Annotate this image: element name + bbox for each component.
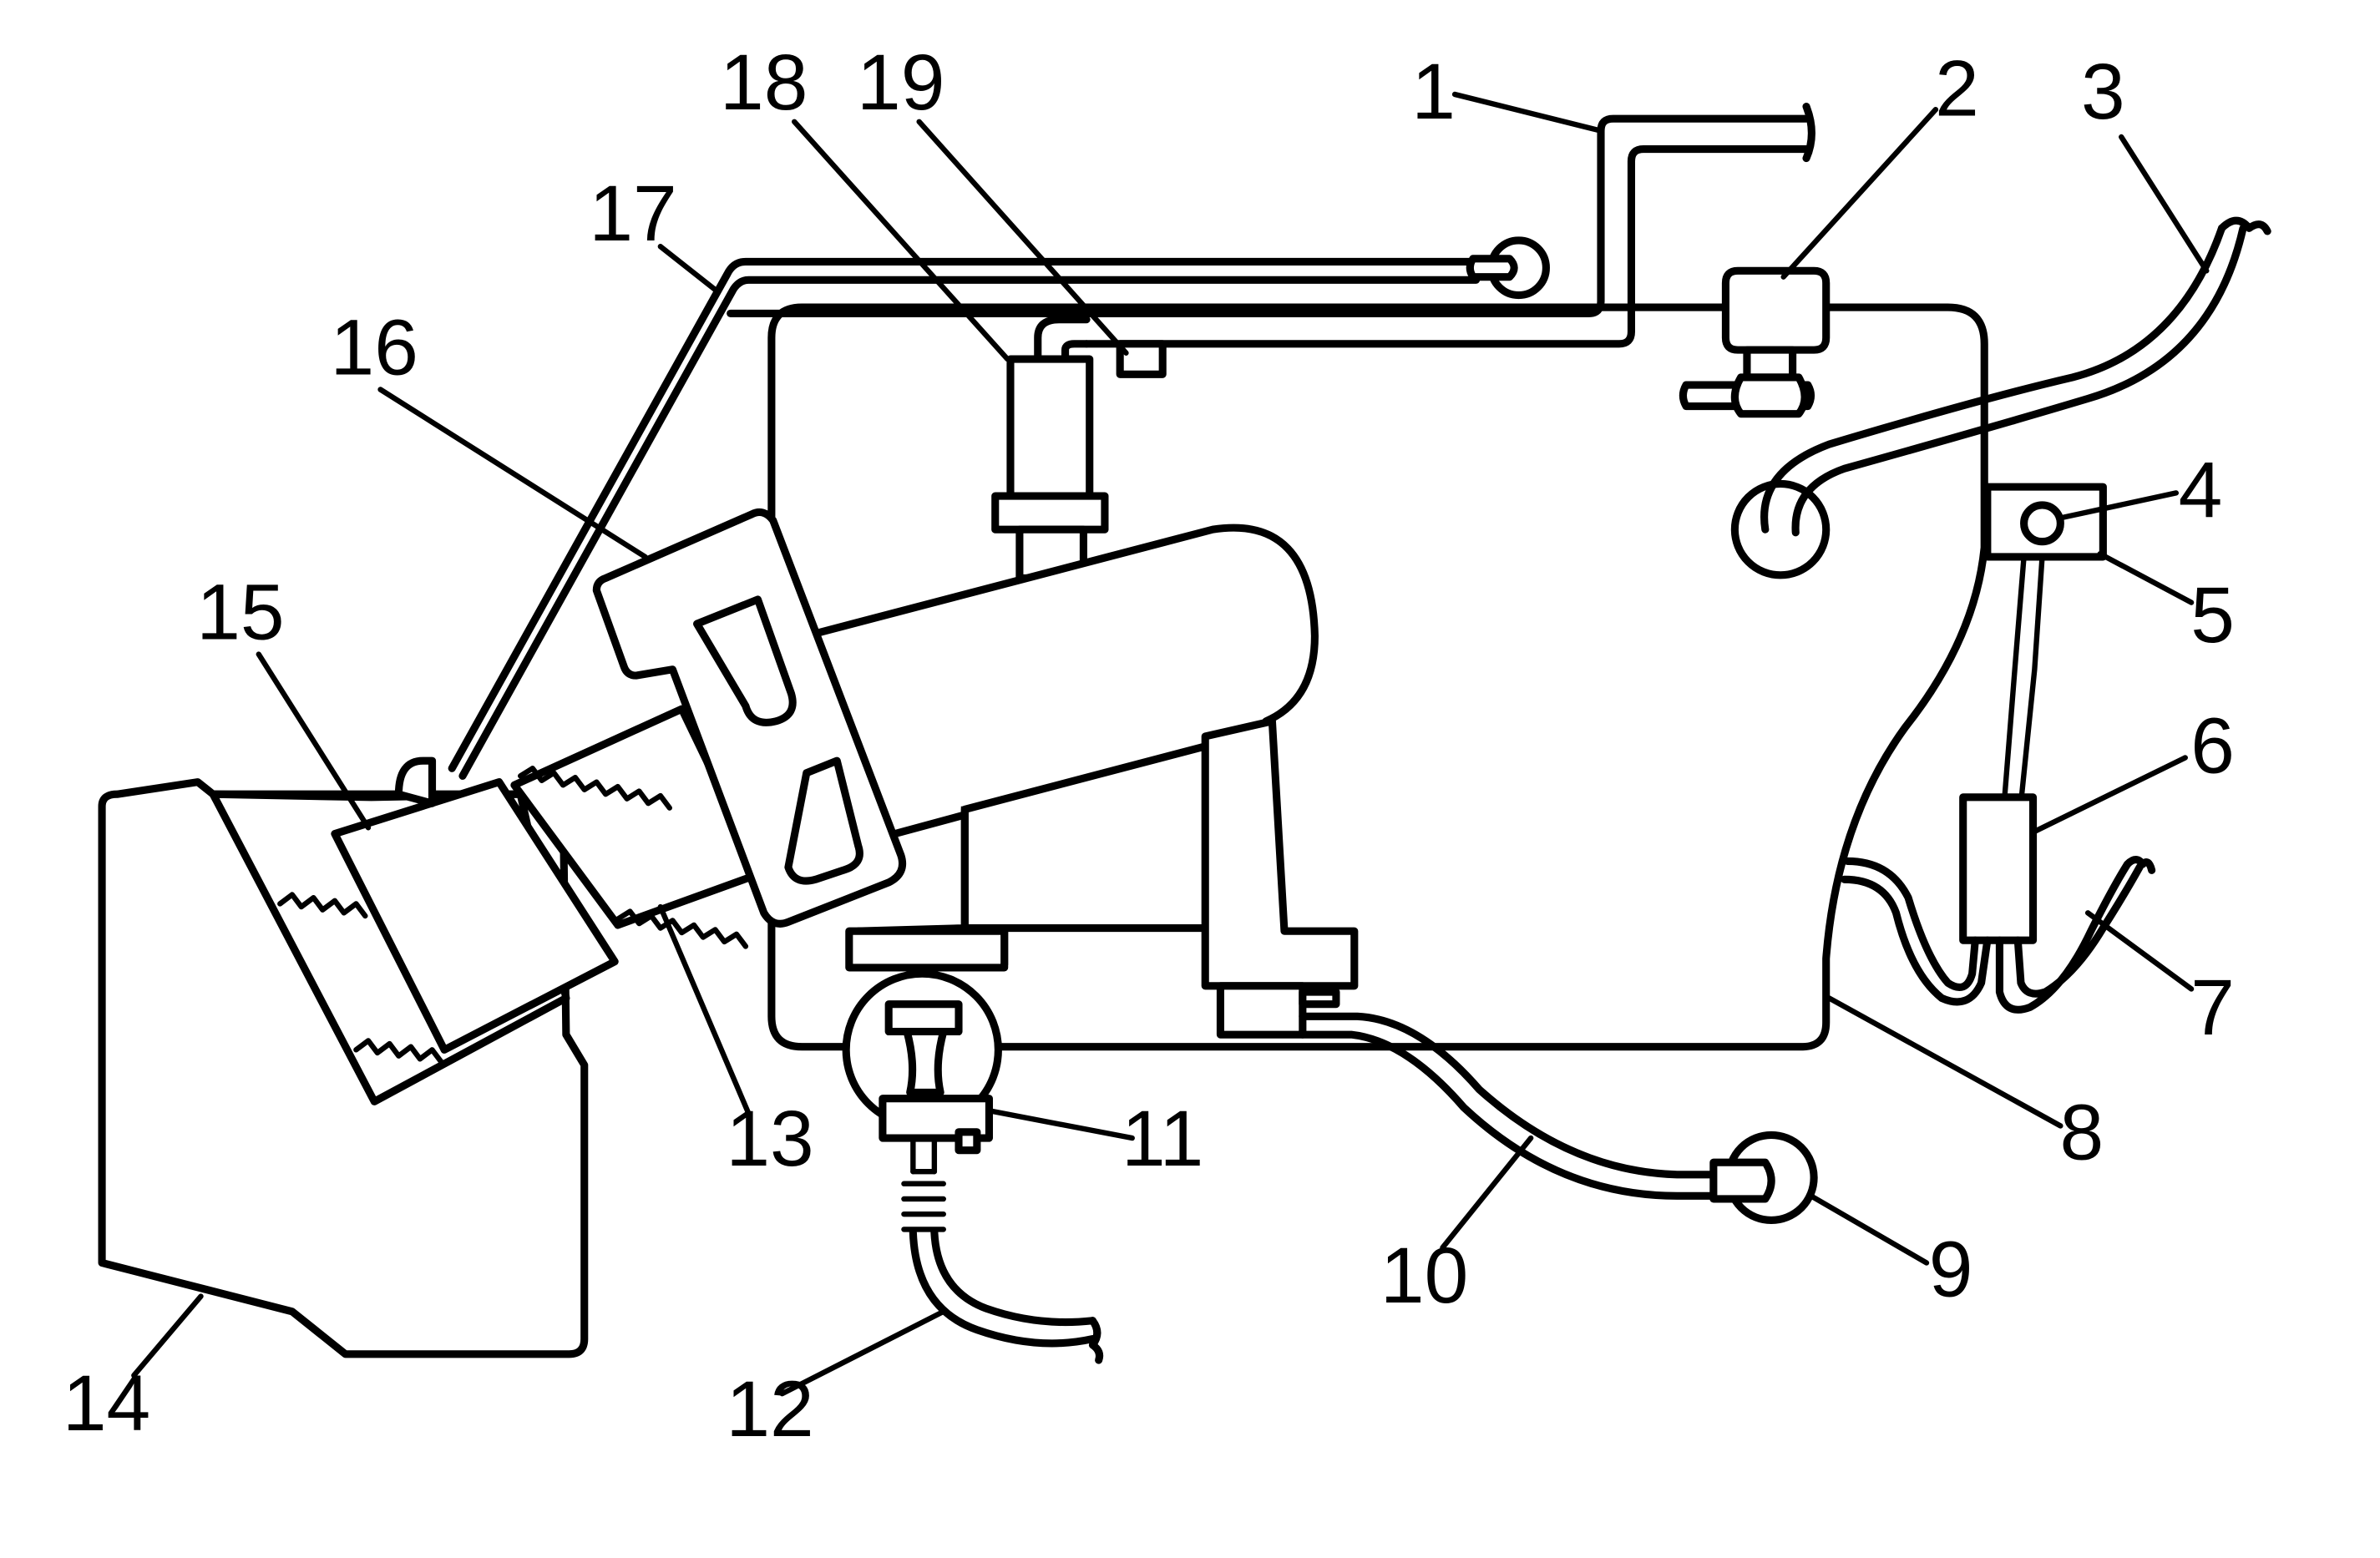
upper-hose-lines: [448, 103, 1815, 780]
vacuum-fitting: [1679, 266, 1831, 418]
callout-18: 18: [720, 38, 808, 127]
callout-8: 8: [2059, 1089, 2104, 1177]
callout-2: 2: [1935, 44, 1979, 133]
callout-11: 11: [1122, 1095, 1203, 1183]
callout-10: 10: [1380, 1232, 1468, 1320]
callout-17: 17: [589, 169, 676, 258]
callout-3: 3: [2081, 48, 2125, 136]
throttle-body: [592, 508, 907, 928]
callout-16: 16: [331, 303, 418, 392]
right-hose-assembly: [1730, 216, 2271, 579]
callout-7: 7: [2190, 964, 2235, 1052]
lower-hose: [1299, 1012, 1818, 1225]
callout-6: 6: [2190, 702, 2235, 791]
callout-14: 14: [63, 1359, 150, 1448]
callout-5: 5: [2190, 571, 2235, 660]
callout-12: 12: [726, 1365, 813, 1454]
callout-leaders: [131, 91, 2210, 1397]
intake-duct: [790, 524, 1359, 1039]
bottom-sensor: [842, 969, 1104, 1364]
callout-1: 1: [1411, 48, 1456, 136]
callout-9: 9: [1929, 1226, 1973, 1314]
air-inlet-hose: [209, 756, 619, 1105]
callout-labels: 1 2 3 4 5 6 7 8 9 10 11 12 13 14 15 16 1…: [63, 38, 2235, 1454]
callout-15: 15: [196, 568, 284, 656]
callout-4: 4: [2179, 447, 2223, 535]
callout-19: 19: [857, 38, 944, 127]
right-wiring-harness: [1841, 554, 2156, 1014]
callout-13: 13: [726, 1095, 813, 1183]
